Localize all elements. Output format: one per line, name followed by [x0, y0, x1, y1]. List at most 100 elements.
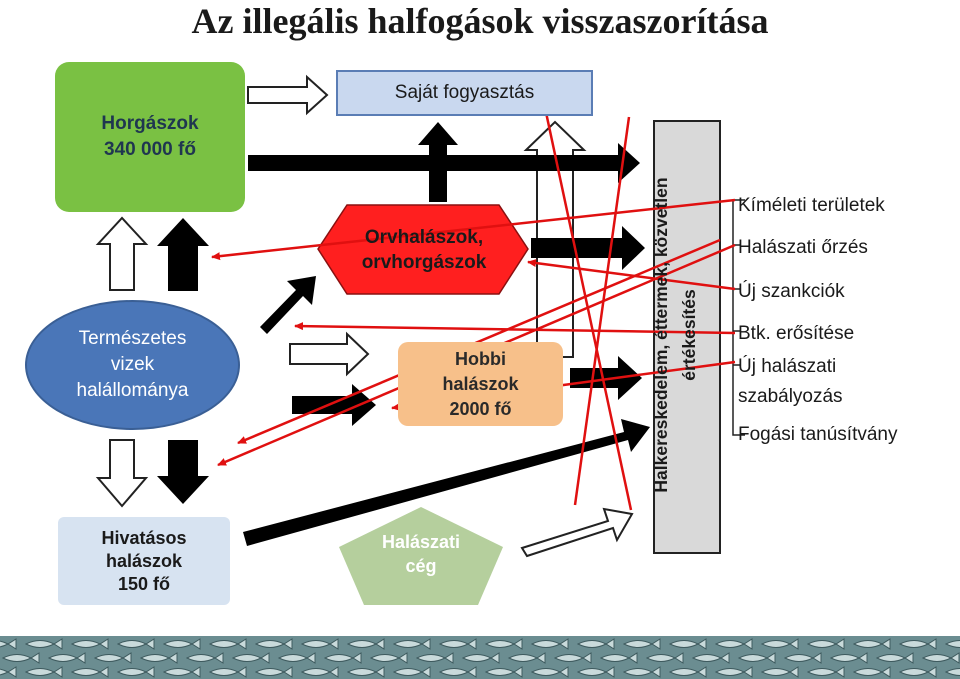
orvhalaszok-label: Orvhalászok, orvhorgászok	[361, 227, 487, 273]
red-cross-line-2	[573, 116, 631, 506]
fish-shape	[24, 666, 63, 678]
arrow-up-to-sajat	[418, 122, 458, 202]
arrow-down-black-left	[157, 440, 209, 504]
fish-shape	[507, 652, 546, 664]
fish-shape	[162, 666, 201, 678]
fish-shape	[645, 652, 684, 664]
red-lines	[211, 102, 736, 511]
measure-btk: Btk. erősítése	[738, 323, 855, 344]
fish-shape	[921, 652, 960, 664]
fish-shape	[24, 638, 63, 650]
fish-shape	[93, 652, 132, 664]
hivatasos-halaszok-box: Hivatásos halászok 150 fő	[58, 517, 230, 605]
arrow-to-hobbi	[289, 331, 370, 377]
fish-shape	[254, 638, 293, 650]
fish-shape	[714, 666, 753, 678]
fish-pattern-band	[0, 636, 960, 679]
measure-orzes: Halászati őrzés	[738, 237, 868, 258]
arrow-down-white-left	[95, 439, 149, 508]
halaszati-ceg-label: Halászati cég	[381, 532, 461, 576]
fish-shape	[70, 638, 109, 650]
fish-shape	[254, 666, 293, 678]
fish-shape	[714, 638, 753, 650]
fish-shape	[553, 652, 592, 664]
fish-shape	[461, 652, 500, 664]
arrow-nat-to-orv	[260, 276, 316, 334]
fish-shape	[300, 666, 339, 678]
sajat-fogyasztas-box: Saját fogyasztás	[336, 70, 593, 116]
fish-shape	[599, 652, 638, 664]
red-line-szankciok	[527, 259, 736, 291]
fish-shape	[530, 666, 569, 678]
arrow-up-black-left	[157, 218, 209, 291]
fish-pattern	[0, 638, 960, 678]
fish-shape	[783, 652, 822, 664]
fish-shape	[116, 666, 155, 678]
red-line-kimeleti	[211, 198, 736, 261]
fish-shape	[622, 666, 661, 678]
fish-shape	[806, 638, 845, 650]
measure-szabalyozas-line2: szabályozás	[738, 386, 843, 407]
fish-shape	[691, 652, 730, 664]
halaszati-ceg-shape	[339, 507, 503, 605]
retail-label: Halkereskedelem, éttermek, közvetlen ért…	[651, 177, 699, 493]
fish-shape	[852, 638, 891, 650]
fish-shape	[852, 666, 891, 678]
red-line-szabalyozas-2	[237, 238, 721, 445]
measure-fogasi: Fogási tanúsítvány	[738, 424, 898, 445]
black-arrows	[157, 122, 650, 546]
page-title: Az illegális halfogások visszaszorítása	[191, 1, 769, 41]
fish-shape	[392, 638, 431, 650]
fish-shape	[622, 638, 661, 650]
fish-shape	[208, 638, 247, 650]
fish-shape	[438, 666, 477, 678]
fish-shape	[346, 638, 385, 650]
fish-shape	[944, 668, 960, 676]
fish-shape	[392, 666, 431, 678]
fish-shape	[737, 652, 776, 664]
measure-kimeleti: Kíméleti területek	[738, 195, 885, 216]
fish-shape	[277, 652, 316, 664]
fish-shape	[438, 638, 477, 650]
fish-shape	[484, 666, 523, 678]
fish-shape	[944, 640, 960, 648]
fish-shape	[668, 638, 707, 650]
fish-shape	[668, 666, 707, 678]
measure-szabalyozas-line1: Új halászati	[738, 356, 837, 377]
fish-shape	[369, 652, 408, 664]
fish-shape	[116, 638, 155, 650]
horgaszok-box: Horgászok 340 000 fő	[55, 62, 245, 212]
fish-shape	[231, 652, 270, 664]
arrow-orv-to-retail	[531, 226, 645, 270]
fish-shape	[323, 652, 362, 664]
fish-shape	[576, 638, 615, 650]
fish-shape	[898, 638, 937, 650]
measure-szankciok: Új szankciók	[738, 281, 845, 302]
fish-shape	[898, 666, 937, 678]
arrow-up-white-left	[95, 216, 149, 291]
fish-shape	[760, 638, 799, 650]
red-line-btk	[294, 322, 736, 335]
fish-shape	[530, 638, 569, 650]
fish-shape	[47, 652, 86, 664]
fish-shape	[139, 652, 178, 664]
arrow-ceg-to-retail	[520, 507, 634, 558]
fish-shape	[70, 666, 109, 678]
fish-shape	[484, 638, 523, 650]
fish-shape	[0, 638, 17, 650]
fish-shape	[806, 666, 845, 678]
arrow-to-sajat	[247, 74, 329, 116]
hobbi-halaszok-box: Hobbi halászok 2000 fő	[398, 342, 563, 426]
fish-shape	[760, 666, 799, 678]
fish-shape	[208, 666, 247, 678]
fish-shape	[162, 638, 201, 650]
fish-shape	[346, 666, 385, 678]
fish-shape	[576, 666, 615, 678]
fish-shape	[415, 652, 454, 664]
fish-shape	[875, 652, 914, 664]
termeszetes-vizek-ellipse: Természetes vizek halállománya	[25, 300, 240, 430]
fish-shape	[185, 652, 224, 664]
fish-shape	[829, 652, 868, 664]
fish-shape	[1, 652, 40, 664]
